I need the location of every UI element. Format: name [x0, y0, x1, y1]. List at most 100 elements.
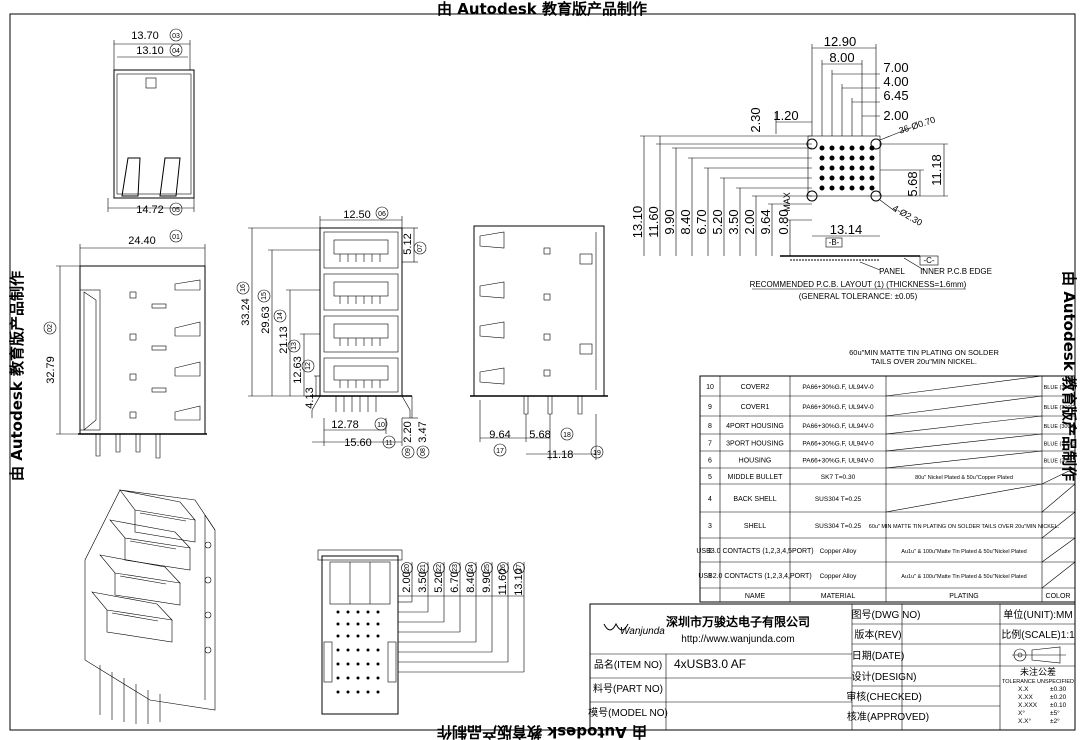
bom-header-color: COLOR	[1046, 593, 1071, 600]
bottom-callout-circle-24	[465, 562, 477, 574]
pcb-inner-edge-label: INNER P.C.B EDGE	[920, 267, 992, 276]
callout-15: 15	[261, 292, 268, 300]
watermark-bottom: 由 Autodesk 教育版产品制作	[437, 723, 647, 740]
callout-07: 07	[417, 244, 424, 252]
bom-name-7: 3PORT HOUSING	[726, 441, 784, 448]
pcb-left-dim-5: 5.20	[710, 209, 725, 234]
bom-material-6: PA66+30%G.F, UL94V-0	[802, 458, 874, 465]
bom-material-3: SUS304 T=0.25	[815, 523, 862, 530]
note-plating-1: 60u"MIN MATTE TIN PLATING ON SOLDER	[849, 348, 999, 357]
callout-02: 02	[47, 324, 54, 332]
top-view: 13.70 03 13.10 04 14.72 05	[107, 28, 195, 216]
dim-12-50: 12.50	[343, 209, 371, 221]
callout-18: 18	[563, 432, 571, 439]
bottom-dim-23: 6.70	[449, 571, 461, 592]
pcb-left-dim-0: 13.10	[630, 206, 645, 239]
dim-5-68: 5.68	[529, 429, 550, 441]
callout-16: 16	[240, 284, 247, 292]
dim-12-78: 12.78	[331, 419, 359, 431]
bottom-callout-21: 21	[420, 564, 427, 572]
bom-name-5: MIDDLE BULLET	[728, 474, 784, 481]
dim-32-79: 32.79	[45, 356, 57, 384]
bottom-dim-26: 11.60	[497, 569, 509, 596]
bom-color-10: BLUE (300C)	[1044, 385, 1077, 391]
projection-symbol	[1012, 646, 1066, 664]
dim-4-13: 4.13	[304, 387, 316, 408]
callout-08: 08	[420, 448, 427, 456]
dim-13-70: 13.70	[131, 30, 159, 42]
bom-name-2: USB3.0 CONTACTS (1,2,3,4,5PORT)	[696, 548, 813, 555]
front-view: 24.40 01 32.79 02	[43, 229, 207, 459]
dwg-no-label: 图号(DWG NO)	[852, 609, 921, 621]
bom-plating-1: Au1u" & 100u"Matte Tin Plated & 50u"Nick…	[901, 574, 1026, 580]
tol-val-0: ±0.30	[1050, 686, 1067, 693]
tolerance-subtitle: TOLERANCE UNSPECIFIED	[1002, 679, 1074, 685]
pcb-dim-2-30: 2.30	[748, 107, 763, 132]
dim-14-72: 14.72	[136, 204, 164, 216]
bottom-dim-27: 13.10	[513, 568, 525, 596]
pcb-panel-label: PANEL	[879, 267, 905, 276]
dim-12-63: 12.63	[292, 356, 304, 384]
bom-no-1: 1	[708, 573, 712, 580]
callout-13: 13	[291, 342, 298, 350]
callout-01: 01	[172, 234, 180, 241]
pcb-dim-5-68: 5.68	[905, 171, 920, 196]
tol-key-4: X.X°	[1018, 717, 1031, 725]
tol-val-3: ±5°	[1050, 709, 1060, 717]
side-view: 12.50 06 5.12 07 33.24 16 29.63 15 21.13	[236, 206, 430, 459]
bom-no-3: 3	[708, 523, 712, 530]
bom-name-1: USB2.0 CONTACTS (1,2,3,4,PORT)	[698, 573, 811, 580]
title-block: Wanjunda 深圳市万骏达电子有限公司 http://www.wanjund…	[588, 603, 1076, 731]
bom-material-9: PA66+30%G.F, UL94V-0	[802, 404, 874, 411]
bom-plating-5: 80u" Nickel Plated & 50u"Copper Plated	[915, 475, 1013, 481]
tol-val-4: ±2°	[1050, 717, 1060, 725]
callout-04: 04	[172, 48, 180, 55]
pcb-dim-13-14: 13.14	[830, 222, 863, 237]
bottom-callout-circle-22	[433, 562, 445, 574]
bom-header-material: MATERIAL	[821, 593, 856, 600]
pcb-left-dim-4: 6.70	[694, 209, 709, 234]
company-logo	[603, 622, 629, 631]
date-label: 日期(DATE)	[852, 650, 905, 662]
bottom-callout-26: 26	[500, 564, 507, 572]
rev-label: 版本(REV)	[854, 628, 901, 641]
bottom-dim-25: 9.90	[481, 571, 493, 592]
model-no-label: 模号(MODEL NO)	[588, 707, 668, 719]
bom-name-8: 4PORT HOUSING	[726, 423, 784, 430]
callout-12: 12	[305, 362, 312, 370]
bottom-dim-20: 2.00	[401, 571, 413, 592]
bottom-callout-25: 25	[484, 564, 491, 572]
pcb-left-dim-7: 2.00	[742, 209, 757, 234]
bottom-callout-circle-26	[497, 562, 509, 574]
callout-05: 05	[172, 207, 180, 214]
bottom-callout-circle-27	[513, 562, 525, 574]
pcb-layout: 12.90 8.00 7.00 4.00 6.45 2.00 1.20 2.30…	[630, 34, 992, 301]
bottom-callout-24: 24	[468, 564, 475, 572]
bom-material-8: PA66+30%G.F, UL94V-0	[802, 423, 874, 430]
pcb-left-dim-3: 8.40	[678, 209, 693, 234]
design-label: 设计(DESIGN)	[852, 670, 917, 683]
bottom-callout-23: 23	[452, 564, 459, 572]
checked-label: 审核(CHECKED)	[846, 690, 922, 703]
pcb-datum-c: -C-	[923, 256, 934, 265]
pcb-caption: RECOMMENDED P.C.B. LAYOUT (1) (THICKNESS…	[750, 280, 967, 289]
note-plating-2: TAILS OVER 20u"MIN NICKEL.	[871, 357, 977, 366]
bottom-callout-22: 22	[436, 564, 443, 572]
bom-material-10: PA66+30%G.F, UL94V-0	[802, 384, 874, 391]
tol-key-1: X.XX	[1018, 694, 1033, 701]
item-no-value: 4xUSB3.0 AF	[674, 657, 746, 671]
bom-header-name: NAME	[745, 593, 766, 600]
pcb-dim-8-00: 8.00	[829, 50, 854, 65]
watermark-top: 由 Autodesk 教育版产品制作	[437, 0, 647, 18]
watermark-left: 由 Autodesk 教育版产品制作	[8, 271, 26, 481]
bom-no-2: 2	[708, 548, 712, 555]
bottom-callout-circle-21	[417, 562, 429, 574]
bom-no-8: 8	[708, 423, 712, 430]
bottom-dim-24: 8.40	[465, 571, 477, 592]
pcb-dim-6-45: 6.45	[883, 88, 908, 103]
dim-24-40: 24.40	[128, 235, 156, 247]
sheet-border	[9, 13, 1076, 731]
pcb-datum-b: -B-	[829, 238, 840, 247]
dim-11-18: 11.18	[547, 449, 574, 461]
